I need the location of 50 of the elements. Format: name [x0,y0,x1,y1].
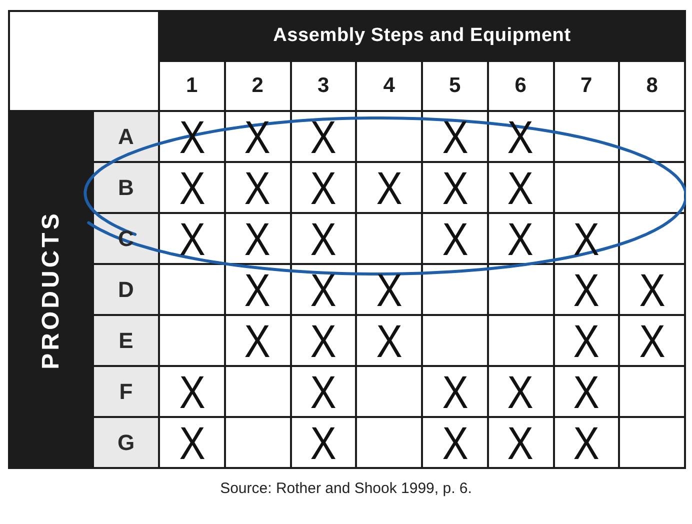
x-mark: X [178,216,205,262]
x-mark: X [573,420,600,466]
x-mark: X [244,216,271,262]
x-mark: X [178,164,205,210]
caption: Source: Rother and Shook 1999, p. 6. [219,480,473,497]
x-mark: X [310,368,336,414]
column-number: 3 [318,74,330,98]
row-label: B [118,174,134,200]
x-mark: X [573,216,600,262]
column-number: 1 [186,74,198,98]
x-mark: X [639,266,666,312]
x-mark: X [573,368,600,414]
x-mark: X [310,318,336,364]
x-mark: X [508,164,534,210]
x-mark: X [573,318,600,364]
x-mark: X [310,114,336,160]
column-number: 2 [252,74,264,98]
x-mark: X [442,420,468,466]
x-mark: X [376,318,402,364]
row-label: E [118,328,134,354]
column-number: 7 [580,74,592,98]
x-mark: X [639,318,666,364]
x-mark: X [442,164,468,210]
column-number: 8 [646,74,658,98]
x-mark: X [442,216,468,262]
row-label: D [118,276,134,302]
x-mark: X [508,368,534,414]
x-mark: X [573,266,600,312]
x-mark: X [442,368,468,414]
x-mark: X [244,318,271,364]
x-mark: X [178,420,205,466]
x-mark: X [310,266,336,312]
x-mark: X [376,266,402,312]
x-mark: X [244,114,271,160]
x-mark: X [244,164,271,210]
x-mark: X [442,114,468,160]
row-label: G [117,430,135,456]
x-mark: X [310,164,336,210]
x-mark: X [310,420,336,466]
x-mark: X [508,216,534,262]
row-label: A [118,124,134,150]
column-number: 4 [383,74,395,98]
x-mark: X [310,216,336,262]
x-mark: X [376,164,402,210]
column-number: 6 [514,74,526,98]
x-mark: X [244,266,271,312]
x-mark: X [508,420,534,466]
column-number: 5 [449,74,461,98]
x-mark: X [178,368,205,414]
row-label: F [119,378,133,404]
